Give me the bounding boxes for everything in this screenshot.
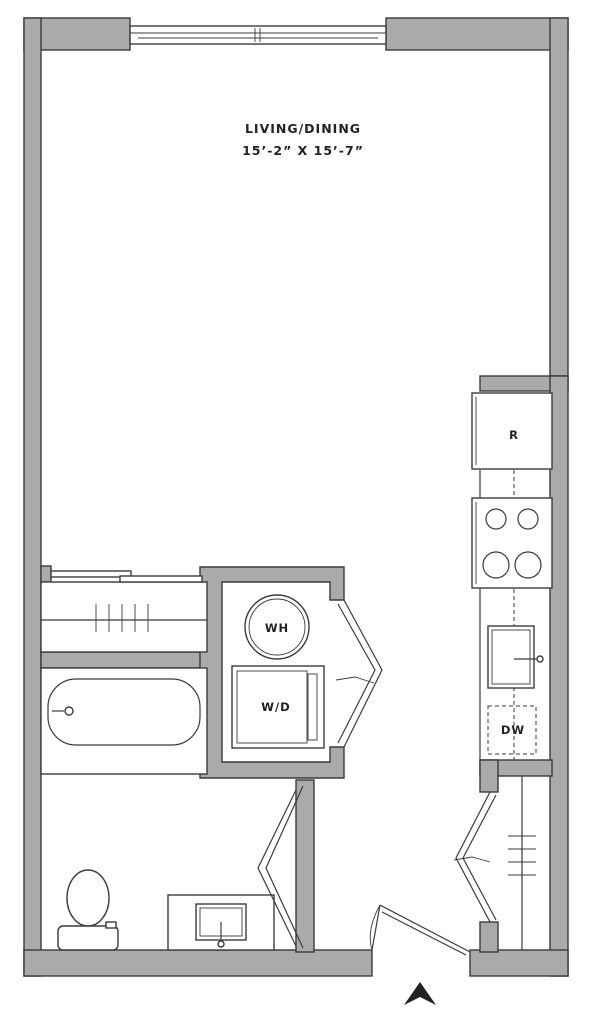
hall-closet-bifold-door-inner [462,794,497,921]
closet-sliding-door [119,575,203,583]
walls [23,17,569,977]
tub-drain [64,706,74,716]
burner [514,551,542,579]
north-arrow-icon [404,982,436,1005]
wall-bottom-right [469,949,569,977]
wall-left [23,17,42,977]
toilet-bowl [66,869,110,927]
bathtub [40,667,208,775]
kitchen: R DW [471,392,553,760]
wall-hall-closet-post-top [479,759,499,793]
refrigerator [471,392,553,470]
entry-door-leaf [379,904,471,953]
closet-sliding-door [50,570,132,578]
wall-post-closet [40,565,52,583]
dishwasher-label: DW [501,723,525,737]
wall-hall-closet-post-bottom [479,921,499,953]
bathroom [40,667,304,951]
bifold-hinge-mark [335,676,375,684]
window [129,25,387,45]
living-dining-dimensions: 15’-2” X 15’-7” [242,143,364,158]
burner [485,508,507,530]
laundry-closet: WH W/D [231,594,383,749]
washer-dryer-label: W/D [261,700,290,714]
entry-door-leaf-a [371,904,381,951]
tub-basin [47,678,201,746]
bathroom-bifold-door-inner [265,785,304,949]
range [471,497,553,589]
laundry-bifold-door [343,599,383,748]
storage-closet [40,570,208,653]
burner [482,551,510,579]
wall-bath-closet [40,651,208,669]
toilet-tank [57,925,119,951]
wall-top-right [385,17,569,51]
entry-door-leaf-inner [381,911,467,956]
living-dining-label: LIVING/DINING [245,121,361,136]
washer-dryer [231,665,325,749]
water-heater [244,594,310,660]
kitchen-sink [487,625,535,689]
refrigerator-label: R [509,428,519,442]
closet-interior [40,581,208,653]
wall-right-lower [549,375,569,977]
window-frame [129,25,387,45]
bathroom-bifold-door [257,789,297,947]
wall-right-upper [549,17,569,379]
entry-door [369,904,471,956]
wall-bath-right [295,779,315,953]
wall-bottom-left [23,949,373,977]
burner [517,508,539,530]
hall-closet [453,776,536,950]
hall-closet-bifold-door [455,791,491,923]
dishwasher [487,705,537,755]
laundry-bifold-door-inner [337,603,376,744]
toilet-handle [105,921,117,929]
entry-door-swing [369,904,381,951]
water-heater-label: WH [265,621,289,635]
